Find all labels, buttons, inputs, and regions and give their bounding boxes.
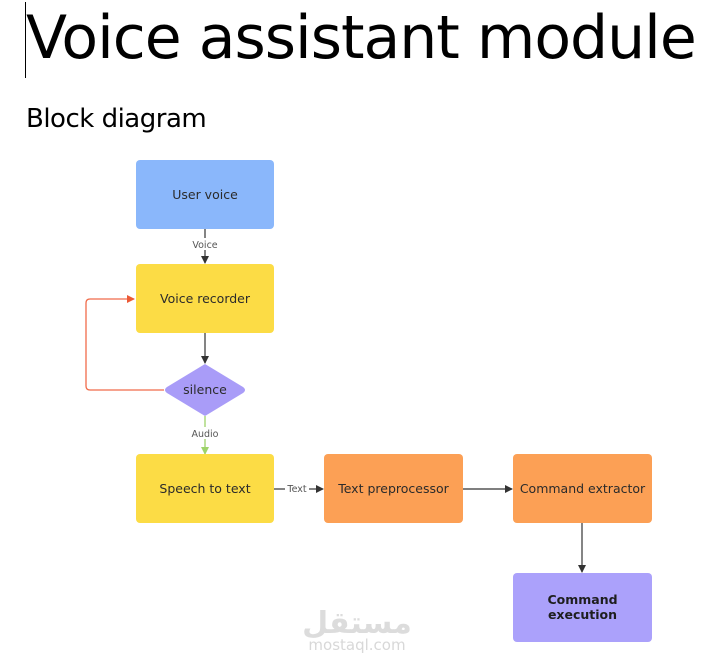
node-label-silence: silence [183,382,227,397]
edge-label-audio: Audio [191,429,218,440]
node-silence: silence [165,364,245,416]
node-command-execution: Command execution [513,573,652,642]
watermark-arabic: مستقل [302,606,412,641]
watermark-latin: mostaql.com [308,636,405,654]
edge-user-voice-to-recorder: Voice [192,229,218,264]
node-command-extractor: Command extractor [513,454,652,523]
watermark: مستقل mostaql.com [302,606,412,654]
node-label-command-execution-line2: execution [548,607,617,622]
node-label-command-extractor: Command extractor [520,481,646,496]
node-label-user-voice: User voice [172,187,238,202]
edge-silence-to-speech: Audio [191,416,219,455]
node-label-voice-recorder: Voice recorder [160,291,251,306]
edge-silence-loop-to-recorder [85,295,164,391]
edge-label-voice: Voice [192,240,217,251]
node-label-text-preprocessor: Text preprocessor [337,481,449,496]
edge-label-text: Text [286,484,306,495]
node-label-speech-to-text: Speech to text [159,481,250,496]
node-voice-recorder: Voice recorder [136,264,274,333]
node-speech-to-text: Speech to text [136,454,274,523]
page-title: Voice assistant module [26,3,697,73]
page-subtitle: Block diagram [26,104,207,134]
node-text-preprocessor: Text preprocessor [324,454,463,523]
node-label-command-execution-line1: Command [547,592,617,607]
node-user-voice: User voice [136,160,274,229]
text-cursor [25,2,26,78]
edge-speech-to-preprocessor: Text [274,484,324,495]
